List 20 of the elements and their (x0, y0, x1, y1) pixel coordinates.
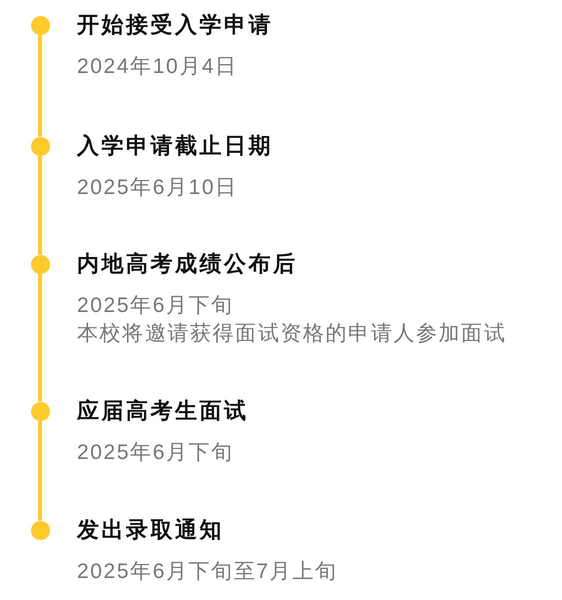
connector-line (38, 274, 42, 402)
connector-line (38, 156, 42, 254)
event-title: 入学申请截止日期 (77, 132, 273, 160)
event-date: 2025年6月下旬 (77, 293, 234, 319)
event-date: 2025年6月下旬至7月上旬 (77, 559, 338, 585)
event-date: 2024年10月4日 (77, 54, 238, 80)
timeline-dot (30, 520, 50, 540)
timeline-dot (30, 136, 50, 156)
timeline-dot (30, 254, 50, 274)
event-description: 本校将邀请获得面试资格的申请人参加面试 (77, 321, 506, 347)
connector-line (38, 420, 42, 520)
event-date: 2025年6月下旬 (77, 440, 234, 466)
connector-line (38, 34, 42, 136)
event-date: 2025年6月10日 (77, 175, 238, 201)
timeline-dot (30, 402, 50, 420)
event-title: 内地高考成绩公布后 (77, 250, 298, 278)
timeline-dot (30, 16, 50, 34)
event-title: 应届高考生面试 (77, 397, 248, 425)
event-title: 发出录取通知 (77, 516, 224, 544)
event-title: 开始接受入学申请 (77, 11, 273, 39)
